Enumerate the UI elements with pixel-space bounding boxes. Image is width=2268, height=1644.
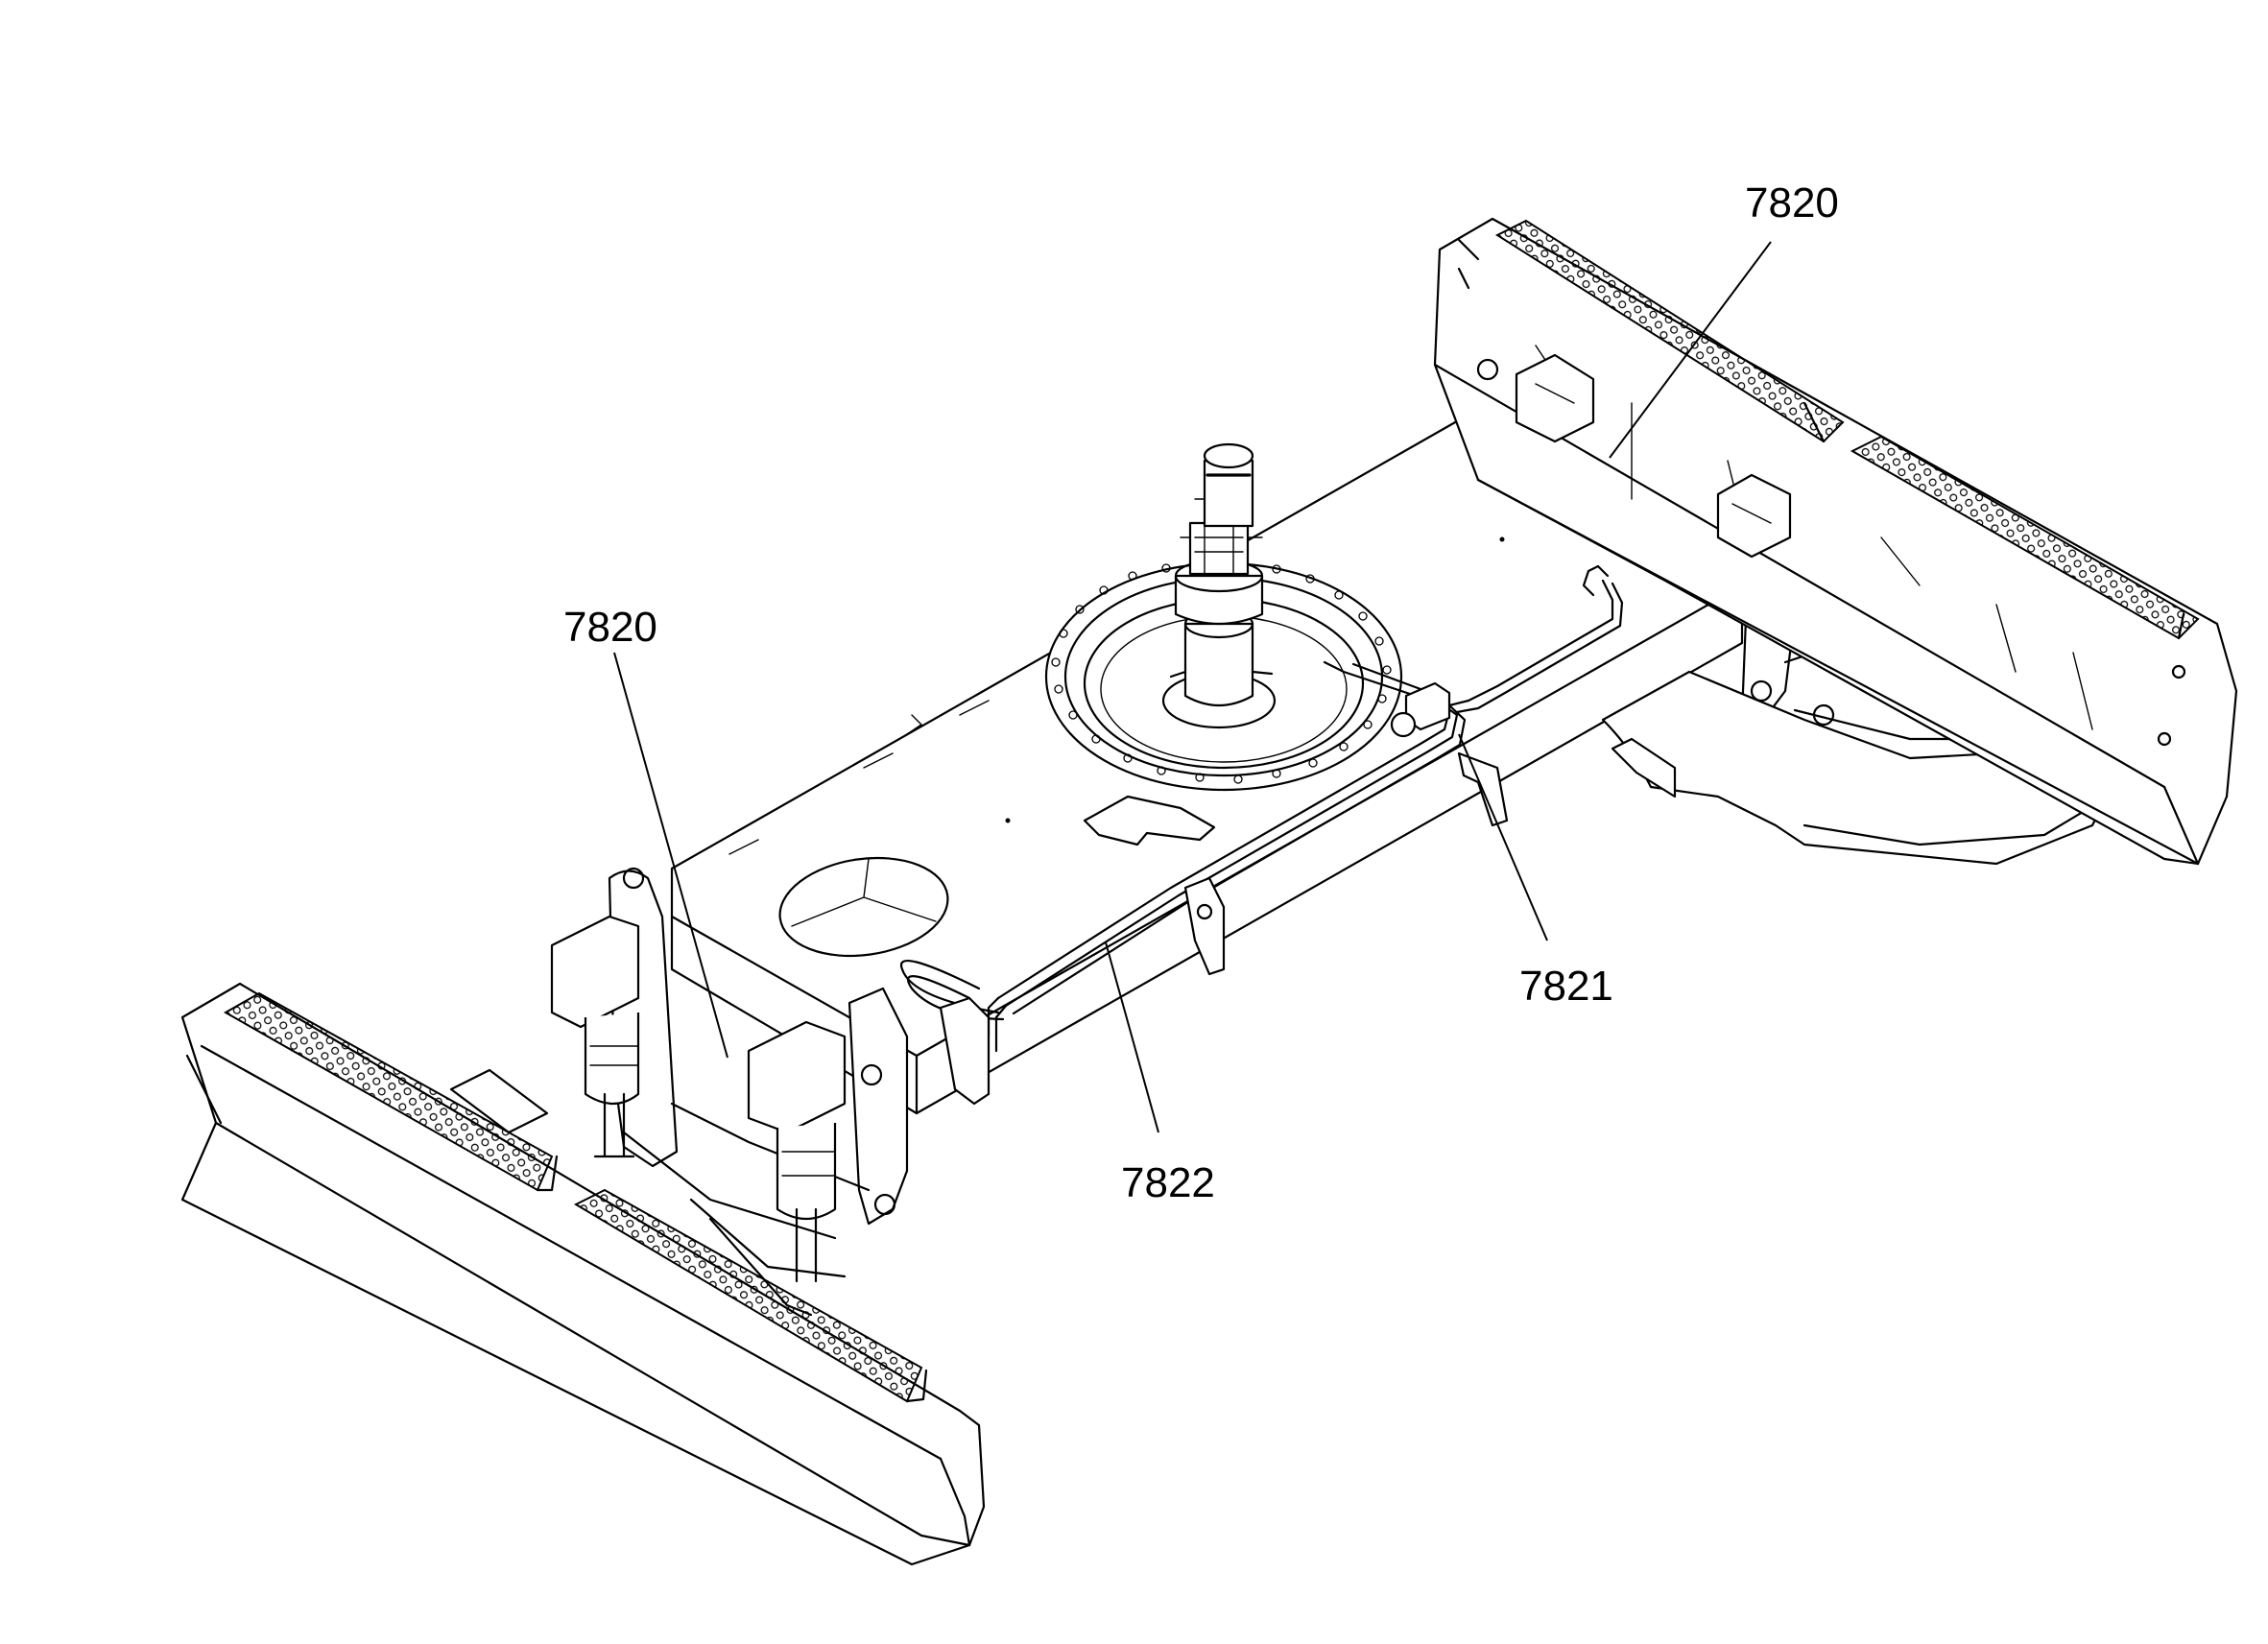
rear-blade [1433, 217, 2238, 866]
front-blade [180, 982, 986, 1566]
leader-7822 [1105, 941, 1159, 1133]
callout-7821: 7821 [1519, 963, 1613, 1010]
callout-leaders [613, 241, 1772, 1133]
front-motor-right [747, 1020, 847, 1283]
callout-7820-left: 7820 [563, 604, 657, 651]
frame-slot [1083, 795, 1216, 846]
rear-motor [1515, 353, 1792, 559]
rotary-joint [1161, 442, 1277, 729]
leader-7820-top [1609, 241, 1772, 459]
hydraulic-pipes [899, 564, 1624, 1053]
frame-hole [778, 856, 949, 958]
front-motor-left [550, 915, 640, 1158]
leader-7820-left [613, 652, 728, 1059]
callout-7822: 7822 [1121, 1159, 1215, 1206]
callout-7820-top: 7820 [1745, 179, 1839, 226]
leader-7821 [1458, 733, 1548, 941]
